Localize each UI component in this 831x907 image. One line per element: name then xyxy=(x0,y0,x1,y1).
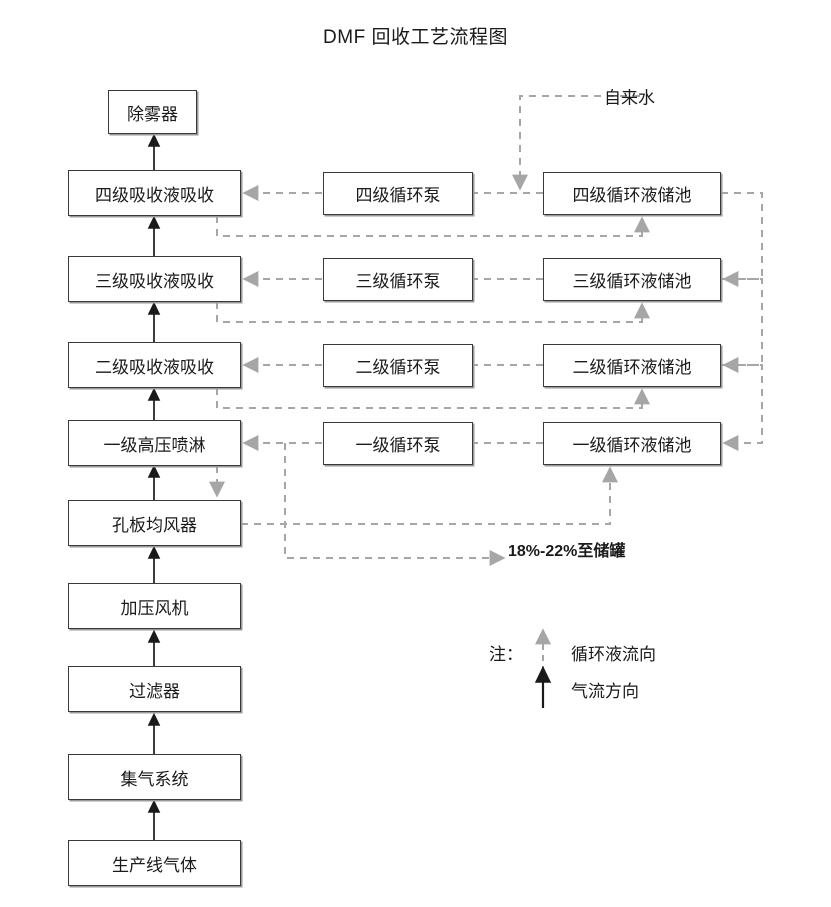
node-circulation-tank-stage3[interactable]: 三级循环液储池 xyxy=(543,258,721,301)
node-gas-collection-system[interactable]: 集气系统 xyxy=(68,754,241,800)
edge-tank3-cascade-tank2 xyxy=(721,278,763,373)
legend-item-liquid-flow-label: 循环液流向 xyxy=(571,645,656,664)
node-filter[interactable]: 过滤器 xyxy=(68,666,241,712)
edge-plate-to-tank1 xyxy=(241,466,618,525)
node-circulation-tank-stage2[interactable]: 二级循环液储池 xyxy=(543,344,721,387)
legend-note-label: 注： xyxy=(489,645,523,664)
edge-tank4-cascade-tank3 xyxy=(721,192,763,287)
edge-tank2-cascade-tank1 xyxy=(721,364,763,451)
liquid-flow-edges xyxy=(209,95,763,566)
node-circulation-pump-stage2[interactable]: 二级循环泵 xyxy=(323,344,473,387)
node-circulation-pump-stage3[interactable]: 三级循环泵 xyxy=(323,258,473,301)
node-pressurized-blower[interactable]: 加压风机 xyxy=(68,583,241,629)
node-absorber-stage2[interactable]: 二级吸收液吸收 xyxy=(68,342,241,388)
node-production-line-gas[interactable]: 生产线气体 xyxy=(68,840,241,886)
edge-absorb4-drain-to-tank4 xyxy=(216,216,650,237)
annotation-tap-water: 自来水 xyxy=(604,88,655,108)
edge-absorb2-drain-to-tank2 xyxy=(216,388,650,409)
edge-tapwater-to-tank4 xyxy=(512,95,640,191)
page-title: DMF 回收工艺流程图 xyxy=(323,27,508,48)
node-circulation-pump-stage4[interactable]: 四级循环泵 xyxy=(323,172,473,215)
node-absorber-stage4[interactable]: 四级吸收液吸收 xyxy=(68,170,241,216)
node-circulation-tank-stage4[interactable]: 四级循环液储池 xyxy=(543,172,721,215)
node-absorber-stage3[interactable]: 三级吸收液吸收 xyxy=(68,256,241,302)
annotation-to-storage-tank: 18%-22%至储罐 xyxy=(508,543,626,560)
node-circulation-tank-stage1[interactable]: 一级循环液储池 xyxy=(543,422,721,465)
edge-absorb3-drain-to-tank3 xyxy=(216,302,650,323)
node-demister[interactable]: 除雾器 xyxy=(108,90,197,134)
node-high-pressure-spray-stage1[interactable]: 一级高压喷淋 xyxy=(68,420,241,466)
legend-item-gas-flow-label: 气流方向 xyxy=(571,682,639,701)
node-orifice-plate-air-equalizer[interactable]: 孔板均风器 xyxy=(68,500,241,546)
node-circulation-pump-stage1[interactable]: 一级循环泵 xyxy=(323,422,473,465)
